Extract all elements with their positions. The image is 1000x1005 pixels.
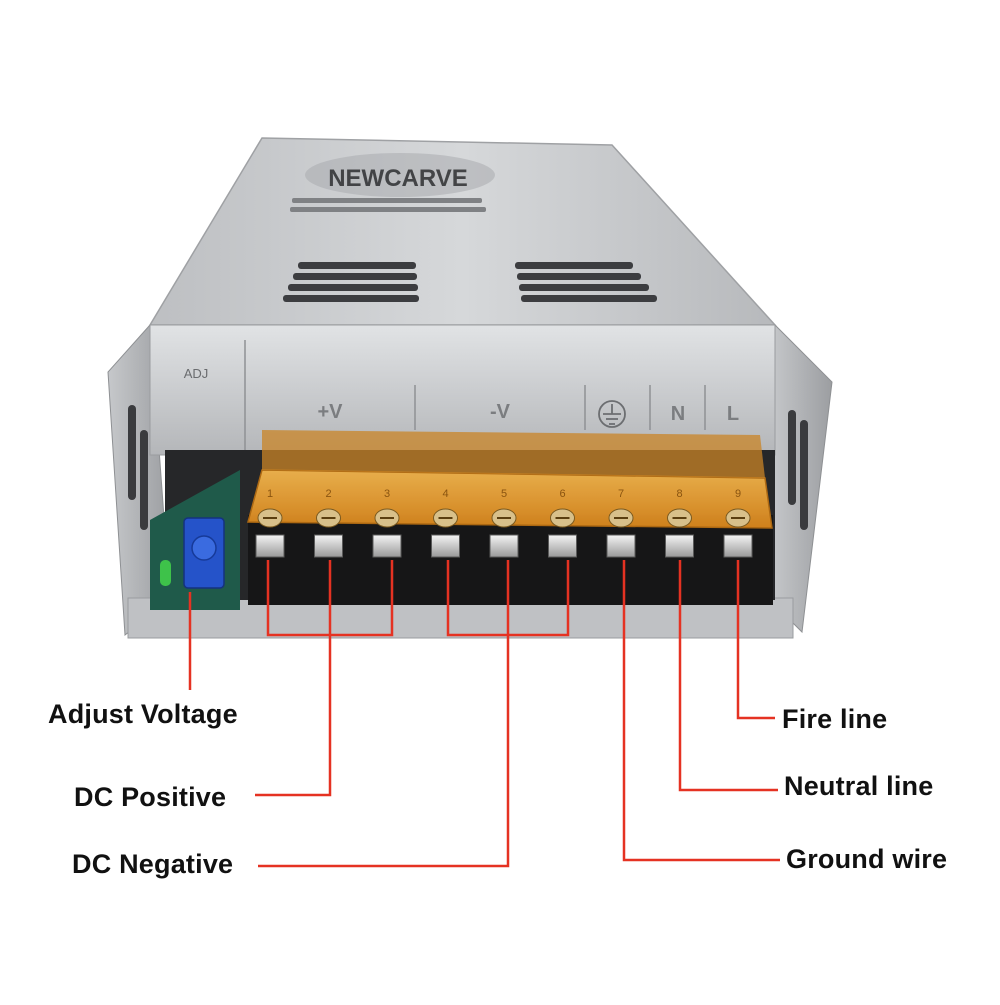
leader-dc-negative (258, 635, 510, 868)
terminal-clamp (665, 534, 694, 558)
callout-fire-line: Fire line (782, 704, 888, 734)
status-led (160, 560, 171, 586)
callout-neutral-line: Neutral line (784, 771, 934, 801)
trimpot-knob (191, 535, 217, 561)
terminal-screws: 1 2 3 4 5 6 7 8 9 (255, 488, 753, 558)
negative-terminal-label: -V (490, 401, 511, 423)
terminal-number: 3 (384, 488, 390, 500)
brand-logo: NEWCARVE (328, 165, 468, 192)
positive-terminal-label: +V (317, 401, 343, 423)
terminal-number: 6 (559, 488, 565, 500)
ground-symbol-icon (598, 400, 626, 428)
terminal-number: 5 (501, 488, 507, 500)
terminal-number: 1 (267, 488, 273, 500)
leader-neutral-line (678, 560, 778, 792)
terminal-clamp (548, 534, 577, 558)
leader-ground-wire (622, 560, 780, 862)
neutral-terminal-label: N (671, 403, 685, 425)
terminal-clamp (489, 534, 519, 558)
terminal-7: 7 (606, 488, 636, 558)
terminal-number: 7 (618, 488, 624, 500)
terminal-clamp (372, 534, 402, 558)
leader-dc-positive (255, 635, 332, 797)
callout-adjust-voltage: Adjust Voltage (48, 699, 238, 729)
terminal-6: 6 (548, 488, 577, 558)
terminal-number: 2 (325, 488, 331, 500)
terminal-block-base (248, 515, 773, 605)
terminal-3: 3 (372, 488, 402, 558)
leader-fire-line (736, 560, 775, 720)
fan-grille (305, 153, 495, 197)
terminal-clamp (606, 534, 636, 558)
terminal-clamp (723, 534, 753, 558)
live-terminal-label: L (727, 403, 739, 425)
side-vents (128, 405, 808, 530)
adj-label: ADJ (184, 366, 209, 381)
terminal-clamp (255, 534, 285, 558)
terminal-clamp (314, 534, 343, 558)
top-vents-left (283, 262, 419, 302)
callout-dc-positive: DC Positive (74, 782, 227, 812)
terminal-4: 4 (431, 488, 460, 558)
leader-lines (188, 560, 780, 868)
terminal-number: 4 (442, 488, 448, 500)
terminal-2: 2 (314, 488, 343, 558)
terminal-8: 8 (665, 488, 694, 558)
terminal-number: 9 (735, 488, 741, 500)
top-vents-right (515, 262, 657, 302)
terminal-5: 5 (489, 488, 519, 558)
terminal-clamp (431, 534, 460, 558)
front-label-dividers (244, 340, 706, 450)
terminal-9: 9 (723, 488, 753, 558)
callout-dc-negative: DC Negative (72, 849, 234, 879)
terminal-cover-back (262, 430, 765, 478)
terminal-1: 1 (255, 488, 285, 558)
terminal-number: 8 (676, 488, 682, 500)
spec-label-text (290, 198, 486, 212)
callout-ground-wire: Ground wire (786, 844, 948, 874)
